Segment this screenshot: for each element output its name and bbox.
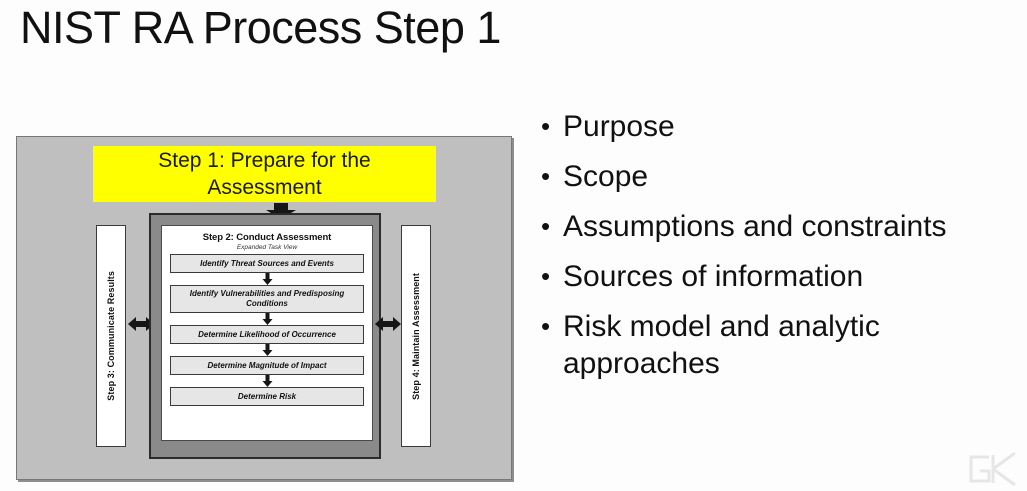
task-box: Identify Vulnerabilities and Predisposin… — [170, 285, 364, 313]
step4-label: Step 4: Maintain Assessment — [411, 272, 421, 400]
list-item-label: Sources of information — [563, 260, 864, 293]
bullet-icon: • — [541, 211, 551, 241]
list-item-label: Purpose — [563, 110, 675, 143]
list-item-label: Scope — [563, 160, 649, 193]
step1-highlight-box: Step 1: Prepare for the Assessment — [93, 146, 436, 202]
step2-card: Step 2: Conduct Assessment Expanded Task… — [161, 225, 373, 441]
step4-maintain-assessment-bar: Step 4: Maintain Assessment — [401, 225, 431, 447]
arrow-down-icon — [266, 203, 296, 219]
arrow-left-right-icon — [128, 317, 154, 331]
step2-title: Step 2: Conduct Assessment — [202, 232, 332, 243]
step3-communicate-results-bar: Step 3: Communicate Results — [96, 225, 126, 447]
list-item: • Scope — [541, 158, 1021, 195]
arrow-down-icon — [170, 344, 364, 356]
task-box: Determine Likelihood of Occurrence — [170, 325, 364, 344]
step1-label-line1: Step 1: Prepare for the — [158, 149, 371, 172]
arrow-down-icon — [170, 375, 364, 387]
step1-label-line2: Assessment — [207, 176, 322, 199]
bullet-icon: • — [541, 261, 551, 291]
page-title: NIST RA Process Step 1 — [20, 2, 501, 53]
task-box: Determine Magnitude of Impact — [170, 356, 364, 375]
step3-label: Step 3: Communicate Results — [106, 271, 116, 401]
step2-subtitle: Expanded Task View — [236, 244, 298, 251]
arrow-left-right-icon — [375, 317, 401, 331]
list-item: • Risk model and analytic approaches — [541, 308, 1021, 382]
bullet-icon: • — [541, 111, 551, 141]
bullet-list: • Purpose • Scope • Assumptions and cons… — [541, 108, 1021, 395]
bullet-icon: • — [541, 161, 551, 191]
list-item: • Assumptions and constraints — [541, 208, 1021, 245]
list-item-label: Assumptions and constraints — [563, 210, 947, 243]
list-item-label: Risk model and analytic approaches — [563, 310, 880, 380]
step2-frame: Step 2: Conduct Assessment Expanded Task… — [149, 213, 381, 459]
arrow-down-icon — [170, 313, 364, 325]
list-item: • Purpose — [541, 108, 1021, 145]
bullet-icon: • — [541, 311, 551, 341]
list-item: • Sources of information — [541, 258, 1021, 295]
watermark-logo-icon — [969, 451, 1016, 487]
task-box: Identify Threat Sources and Events — [170, 254, 364, 273]
task-box: Determine Risk — [170, 387, 364, 406]
arrow-down-icon — [170, 273, 364, 285]
nist-ra-process-diagram: Step 1: Prepare for the Assessment Step … — [16, 136, 512, 480]
